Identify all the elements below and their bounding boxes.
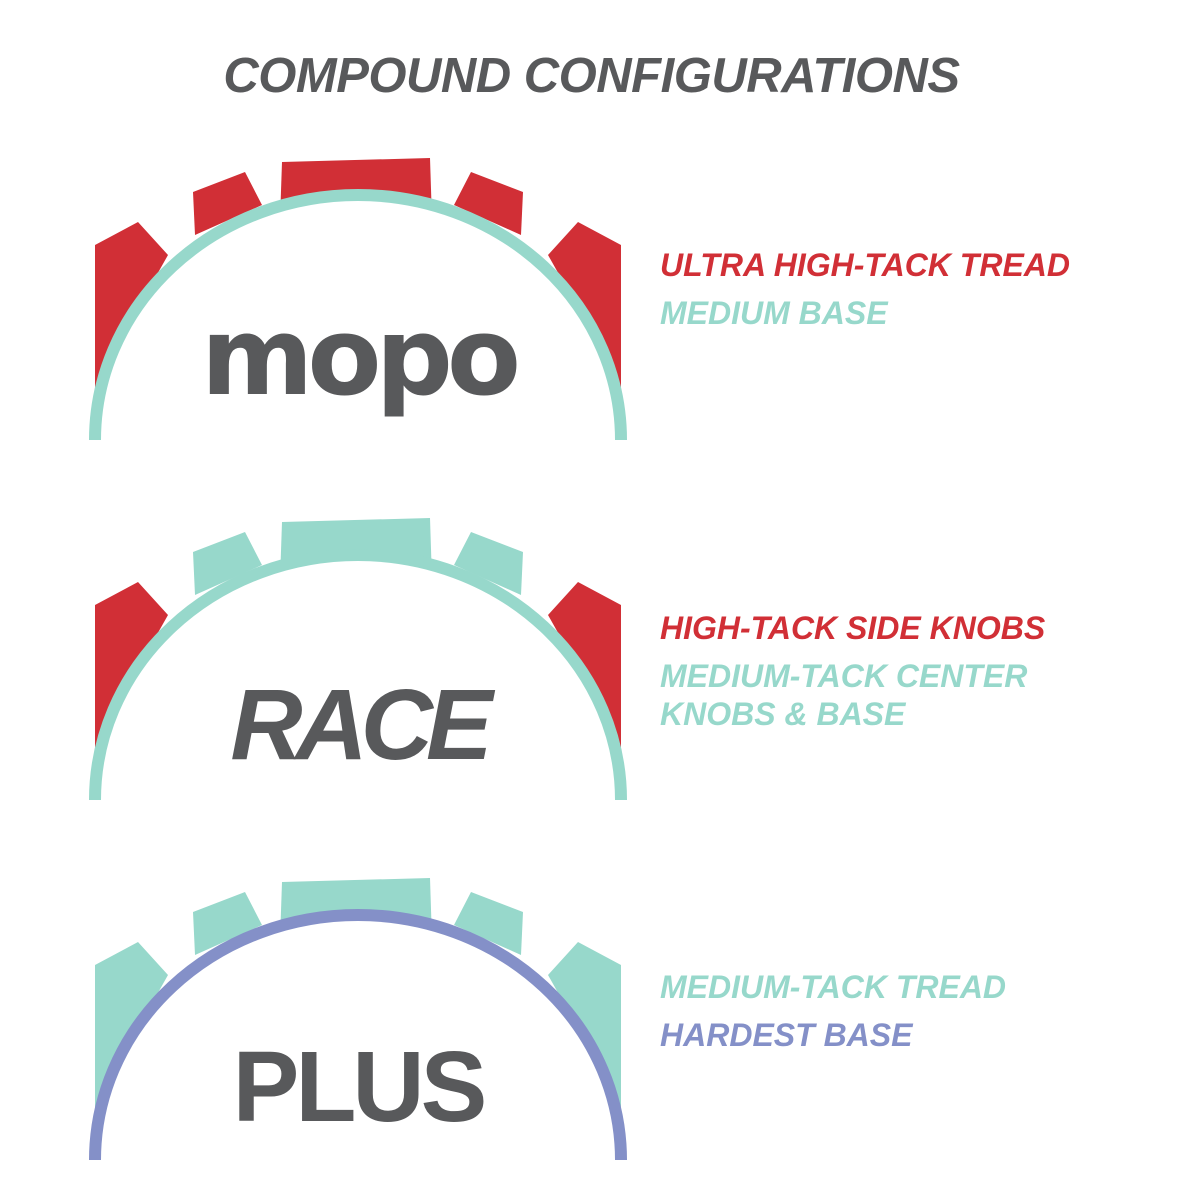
tread-label: MEDIUM-TACK TREAD — [660, 969, 1007, 1005]
tread-label: ULTRA HIGH-TACK TREAD — [660, 247, 1071, 283]
mopo-description: ULTRA HIGH-TACK TREAD MEDIUM BASE — [660, 246, 1070, 332]
page-title: COMPOUND CONFIGURATIONS — [223, 49, 960, 103]
center-knobs-label-2: KNOBS & BASE — [660, 696, 906, 732]
tire-cross-section — [89, 158, 627, 441]
tire-cross-section — [89, 878, 627, 1161]
tire-base — [89, 189, 627, 441]
base-label: MEDIUM BASE — [660, 295, 888, 331]
race-logo: RACE — [230, 669, 492, 781]
race-description: HIGH-TACK SIDE KNOBS MEDIUM-TACK CENTER … — [660, 609, 1045, 733]
base-label: HARDEST BASE — [660, 1017, 913, 1053]
tire-base — [89, 909, 627, 1161]
plus-description: MEDIUM-TACK TREAD HARDEST BASE — [660, 968, 1006, 1054]
plus-logo: PLUS — [232, 1031, 488, 1143]
tire-diagram-plus: PLUS — [80, 860, 640, 1180]
side-knobs-label: HIGH-TACK SIDE KNOBS — [660, 610, 1046, 646]
tire-diagram-race: RACE — [80, 500, 640, 820]
tire-base — [89, 549, 627, 801]
tire-diagram-mopo: mopo — [80, 140, 640, 460]
tire-cross-section — [89, 518, 627, 801]
mopo-logo: mopo — [200, 295, 521, 420]
center-knobs-label: MEDIUM-TACK CENTER — [660, 658, 1028, 694]
